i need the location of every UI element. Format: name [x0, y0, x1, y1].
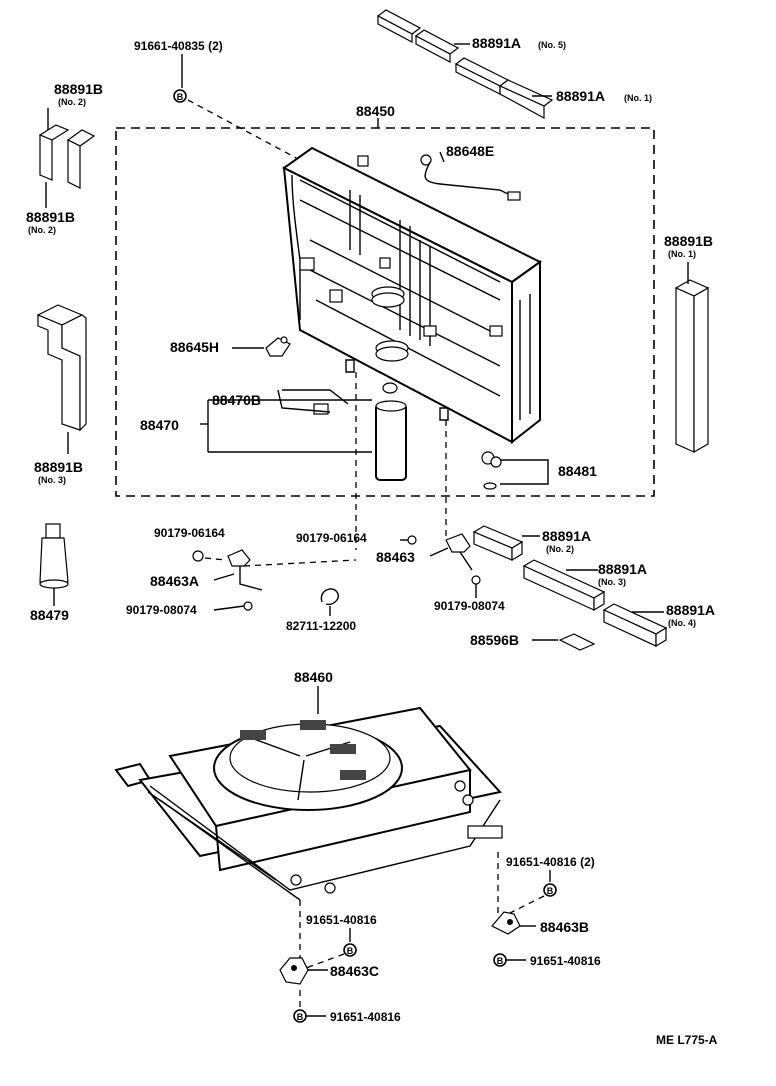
- label-91651-40816-b: 91651-40816: [530, 954, 601, 968]
- bracket-88463: [407, 533, 481, 585]
- label-88463b: 88463B: [540, 919, 589, 935]
- switch-88645h: [265, 336, 291, 357]
- bolt-b-icon: B: [543, 883, 557, 897]
- assembly-88450-frame: [115, 127, 655, 497]
- label-88891a-no2-sub: (No. 2): [546, 544, 574, 554]
- bolt-b-icon: B: [343, 943, 357, 957]
- label-88891a-no1: 88891A: [556, 88, 605, 104]
- label-88450: 88450: [356, 103, 395, 119]
- bracket-88463b: [491, 911, 521, 935]
- label-88463a: 88463A: [150, 573, 199, 589]
- seal-88596b: [558, 633, 596, 651]
- label-88891b-no3-sub: (No. 3): [38, 475, 66, 485]
- label-88891a-no3-sub: (No. 3): [598, 577, 626, 587]
- bolt-b-icon: B: [493, 953, 507, 967]
- label-88463: 88463: [376, 549, 415, 565]
- insulator-88891b-no3: [36, 304, 87, 432]
- label-88891a-no3: 88891A: [598, 561, 647, 577]
- insulator-88891a-no5: [376, 9, 460, 63]
- label-90179-06164-left: 90179-06164: [154, 526, 225, 540]
- label-91651-40816-a: 91651-40816: [306, 913, 377, 927]
- label-91651-40816-2: 91651-40816 (2): [506, 855, 595, 869]
- footer-code: ME L775-A: [656, 1033, 718, 1047]
- svg-text:B: B: [177, 92, 184, 102]
- label-88891a-no5: 88891A: [472, 35, 521, 51]
- label-88470: 88470: [140, 417, 179, 433]
- label-88891b-mid-sub: (No. 2): [28, 225, 56, 235]
- label-88463c: 88463C: [330, 963, 379, 979]
- insulator-88891a-no4: [602, 603, 668, 648]
- bracket-88463c: [279, 957, 309, 985]
- label-88470b: 88470B: [212, 392, 261, 408]
- label-88479: 88479: [30, 607, 69, 623]
- label-88891b-no3: 88891B: [34, 459, 83, 475]
- bracket-88470b: [277, 389, 349, 415]
- label-90179-06164-right: 90179-06164: [296, 531, 367, 545]
- label-88891b-mid: 88891B: [26, 209, 75, 225]
- insulator-88891b-no1: [674, 279, 710, 454]
- evaporator-unit: [282, 146, 542, 445]
- label-88891b-top-sub: (No. 2): [58, 97, 86, 107]
- label-90179-08074-right: 90179-08074: [434, 599, 505, 613]
- label-88460: 88460: [294, 669, 333, 685]
- label-88891b-top: 88891B: [54, 81, 103, 97]
- label-88891a-no4-sub: (No. 4): [668, 618, 696, 628]
- valve-88481: [481, 451, 502, 490]
- thermistor-88648e: [420, 154, 521, 201]
- svg-text:B: B: [547, 886, 554, 896]
- label-88481: 88481: [558, 463, 597, 479]
- label-88891a-no2: 88891A: [542, 528, 591, 544]
- receiver-drier-88470: [375, 382, 407, 481]
- svg-text:B: B: [497, 956, 504, 966]
- svg-text:B: B: [347, 946, 354, 956]
- insulator-88891a-no3: [522, 559, 606, 612]
- insulator-88891a-no2: [472, 525, 524, 562]
- bolt-b-icon: B: [293, 1009, 307, 1023]
- label-91651-40816-c: 91651-40816: [330, 1010, 401, 1024]
- insulator-88891a-no1: [454, 57, 554, 120]
- bolt-b-icon: B: [173, 89, 187, 103]
- bracket-88463a: [192, 549, 263, 611]
- label-82711-12200: 82711-12200: [286, 619, 356, 633]
- label-90179-08074-left: 90179-08074: [126, 603, 197, 617]
- label-88648e: 88648E: [446, 143, 494, 159]
- label-88891b-right-sub: (No. 1): [668, 249, 696, 259]
- label-91661-40835: 91661-40835 (2): [134, 39, 223, 53]
- insulator-88891b-no2: [38, 124, 96, 189]
- label-88596b: 88596B: [470, 632, 519, 648]
- insulator-boot-88479: [39, 523, 69, 589]
- label-88891b-right: 88891B: [664, 233, 713, 249]
- label-88891a-no5-sub: (No. 5): [538, 40, 566, 50]
- svg-text:B: B: [297, 1012, 304, 1022]
- label-88891a-no4: 88891A: [666, 602, 715, 618]
- label-88891a-no1-sub: (No. 1): [624, 93, 652, 103]
- condenser-fan-88460: [114, 706, 503, 901]
- clamp-82711-12200: [320, 588, 339, 606]
- label-88645h: 88645H: [170, 339, 219, 355]
